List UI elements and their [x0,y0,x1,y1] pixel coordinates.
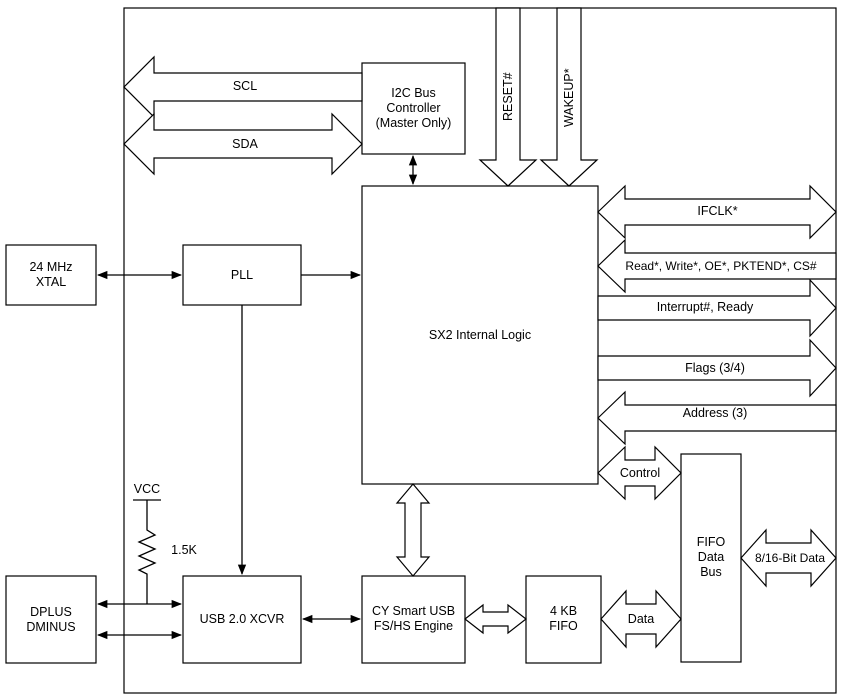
i2c-line-1: I2C Bus [391,86,436,100]
vcc-label: VCC [133,482,161,496]
i2c-controller-label: I2C Bus Controller (Master Only) [362,86,465,131]
data-width-arrow [740,528,837,588]
scl-label: SCL [232,79,258,93]
fifo-bus-line-2: Data [697,550,725,564]
xcvr-label: USB 2.0 XCVR [199,612,285,626]
reset-arrow [478,7,538,187]
engine-fifo-arrow [464,603,527,635]
interrupt-arrow [597,278,837,338]
pll-box [182,244,302,306]
engine-line-2: FS/HS Engine [373,619,454,633]
fifo-data-bus-box [680,453,742,663]
dplus-line: DPLUS [30,605,72,619]
sda-label: SDA [232,137,258,151]
xcvr-box [182,575,302,664]
xtal-label: 24 MHz XTAL [6,260,96,290]
rw-arrow [597,238,837,294]
i2c-controller-box [361,62,466,155]
control-arrow [597,445,682,501]
data-width-label: 8/16-Bit Data [754,551,826,565]
wakeup-arrow [539,7,599,187]
xtal-line-2: XTAL [35,275,67,289]
data-label: Data [627,612,655,626]
address-arrow [597,390,837,446]
internal-logic-label: SX2 Internal Logic [428,328,532,342]
pll-label: PLL [230,268,254,282]
pullup-resistor [137,500,157,604]
fifo-bus-line-1: FIFO [696,535,726,549]
fifo-4kb-label: 4 KB FIFO [526,604,601,634]
i2c-line-2: Controller [386,101,441,115]
fifo-4kb-line-1: 4 KB [549,604,578,618]
flags-label: Flags (3/4) [685,361,745,375]
internal-logic-box [361,185,599,485]
engine-line-1: CY Smart USB [371,604,456,618]
chip-boundary [123,7,837,694]
flags-arrow [597,338,837,398]
fifo-data-bus-label: FIFO Data Bus [681,535,741,580]
ifclk-label: IFCLK* [697,204,738,218]
data-arrow [600,589,682,649]
fifo-4kb-box [525,575,602,664]
interrupt-label: Interrupt#, Ready [656,300,754,314]
control-label: Control [619,466,661,480]
fifo-4kb-line-2: FIFO [549,619,578,633]
engine-label: CY Smart USB FS/HS Engine [362,604,465,634]
rw-signals-label: Read*, Write*, OE*, PKTEND*, CS# [625,259,817,273]
fifo-bus-line-3: Bus [700,565,722,579]
reset-label: RESET# [501,72,515,121]
ifclk-arrow [597,184,837,240]
i2c-line-3: (Master Only) [375,116,452,130]
dplus-dminus-label: DPLUS DMINUS [6,605,96,635]
engine-box [361,575,466,664]
xtal-box [5,244,97,306]
sda-bus-arrow [123,112,363,176]
dplus-dminus-box [5,575,97,664]
dminus-line: DMINUS [26,620,76,634]
logic-engine-arrow [395,483,431,577]
resistor-label: 1.5K [171,543,197,557]
wakeup-label: WAKEUP* [562,68,576,127]
xtal-line-1: 24 MHz [29,260,73,274]
address-label: Address (3) [682,406,748,420]
